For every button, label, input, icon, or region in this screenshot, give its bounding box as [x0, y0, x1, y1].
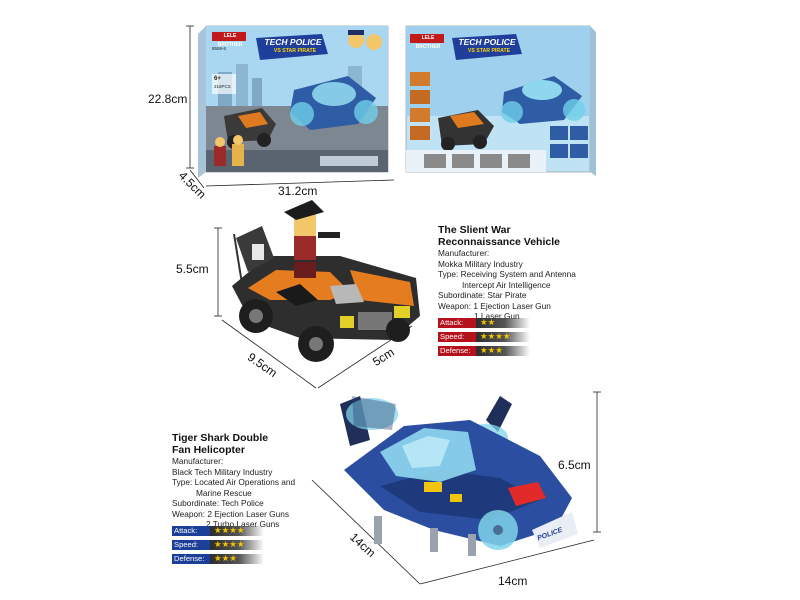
vehicle-stat-speed: Speed: ★★★★ — [438, 331, 530, 342]
stat-label: Attack: — [438, 318, 476, 328]
heli-stat-defense: Defense: ★★★ — [172, 553, 264, 564]
box-front-art — [198, 25, 389, 178]
stat-bar — [208, 526, 264, 536]
box-front-pieces: 218PCS — [214, 84, 231, 89]
heli-width-label: 14cm — [498, 574, 528, 588]
vehicle-weapon-line1: Weapon: 1 Ejection Laser Gun — [438, 300, 551, 311]
heli-title-line1: Tiger Shark Double — [172, 432, 269, 444]
heli-subordinate: Subordinate: Tech Police — [172, 498, 264, 508]
stat-bar — [474, 346, 530, 356]
heli-weapon-line2: 2 Turbo Laser Guns — [206, 519, 280, 529]
stat-bar — [208, 554, 264, 564]
stat-label: Defense: — [172, 554, 210, 564]
vehicle-height-label: 5.5cm — [176, 262, 209, 276]
stat-label: Speed: — [438, 332, 476, 342]
box-back-brand: LELE BROTHER — [415, 35, 441, 50]
heli-manufacturer: Black Tech Military Industry — [172, 466, 273, 477]
heli-weapon-line1: Weapon: 2 Ejection Laser Guns — [172, 508, 289, 519]
vehicle-type-line1: Type: Receiving System and Antenna — [438, 269, 576, 279]
star-rating: ★★★ — [480, 345, 503, 355]
heli-stat-speed: Speed: ★★★★ — [172, 539, 264, 550]
box-front-brand: LELE BROTHER — [217, 33, 243, 48]
heli-stat-attack: Attack: ★★★★ — [172, 525, 264, 536]
box-front-subtitle: VS STAR PIRATE — [273, 48, 317, 54]
vehicle-width-label: 5cm — [370, 345, 397, 369]
stat-bar — [474, 332, 530, 342]
helicopter-spec: Tiger Shark Double Fan Helicopter Manufa… — [172, 432, 372, 530]
box-back-subtitle: VS STAR PIRATE — [467, 48, 511, 54]
star-rating: ★★★★ — [214, 539, 245, 549]
vehicle-stat-defense: Defense: ★★★ — [438, 345, 530, 356]
box-back-art — [405, 25, 596, 176]
star-rating: ★★★★ — [480, 331, 511, 341]
helicopter-decal: POLICE — [536, 526, 564, 543]
vehicle-spec: The Slient War Reconnaissance Vehicle Ma… — [438, 224, 638, 322]
box-back: LELE BROTHER TECH POLICE VS STAR PIRATE — [404, 20, 596, 178]
box-back-series: TECH POLICE — [458, 37, 516, 47]
box-front-age: 6+ — [214, 76, 221, 82]
box-width-label: 31.2cm — [278, 184, 318, 198]
vehicle-stat-attack: Attack: ★★ — [438, 317, 530, 328]
vehicle-manufacturer: Mokka Military Industry — [438, 258, 523, 269]
vehicle-title-line1: The Slient War — [438, 224, 511, 236]
star-rating: ★★★ — [214, 553, 237, 563]
stat-bar — [474, 318, 530, 328]
star-rating: ★★★★ — [214, 525, 245, 535]
stat-label: Attack: — [172, 526, 210, 536]
star-rating: ★★ — [480, 317, 496, 327]
vehicle-type-line2: Intercept Air Intelligence — [462, 279, 551, 290]
vehicle-title-line2: Reconnaissance Vehicle — [438, 236, 560, 248]
heli-title-line2: Fan Helicopter — [172, 444, 245, 456]
stat-bar — [208, 540, 264, 550]
vehicle-length-label: 9.5cm — [244, 349, 280, 381]
heli-length-label: 14cm — [347, 529, 379, 561]
heli-type-line2: Marine Rescue — [196, 487, 252, 498]
heli-type-line1: Type: Located Air Operations and — [172, 477, 296, 487]
stat-label: Defense: — [438, 346, 476, 356]
heli-manufacturer-label: Manufacturer: — [172, 456, 224, 466]
box-front-item-number: 8558-6 — [212, 46, 227, 51]
vehicle-weapon-line2: 1 Laser Gun — [474, 311, 520, 321]
vehicle-manufacturer-label: Manufacturer: — [438, 248, 490, 258]
box-front: LELE BROTHER TECH POLICE VS STAR PIRATE … — [198, 20, 394, 178]
stat-label: Speed: — [172, 540, 210, 550]
box-height-label: 22.8cm — [148, 92, 188, 106]
box-front-series: TECH POLICE — [264, 37, 322, 47]
heli-height-label: 6.5cm — [558, 458, 591, 472]
vehicle-subordinate: Subordinate: Star Pirate — [438, 290, 527, 300]
